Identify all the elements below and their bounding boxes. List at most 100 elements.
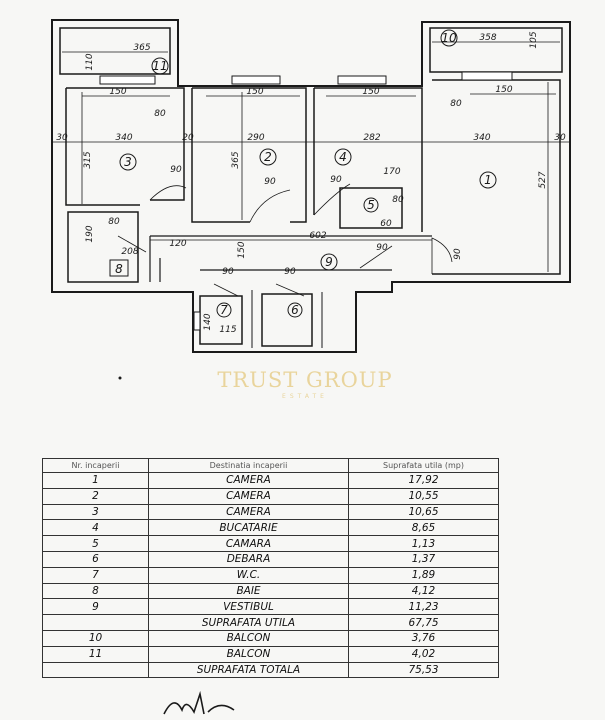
dim-wall-left: 30 (56, 133, 68, 143)
watermark-subtitle: ESTATE (282, 393, 328, 400)
cell-area: 4,02 (348, 645, 499, 663)
door-swing-room-6 (275, 283, 305, 297)
room-number-6: 6 (291, 303, 299, 317)
room-marker-3 (119, 153, 137, 171)
room-number-markers: 11 10 3 2 4 1 5 9 8 7 6 (109, 29, 497, 318)
table-header-row: Nr. incaperii Destinatia incaperii Supra… (42, 458, 499, 473)
cell-area: 10,65 (348, 503, 499, 521)
cell-nr: 3 (42, 503, 149, 521)
cell-nr: 4 (42, 519, 149, 537)
floor-plan-drawing: 11 10 3 2 4 1 5 9 8 7 6 365 110 358 (51, 19, 571, 380)
dim-width-4: 282 (363, 133, 380, 143)
room-marker-9 (320, 253, 338, 271)
cell-nr: 8 (42, 582, 149, 600)
door-swing-room-2 (249, 189, 291, 223)
dim-hall-depth: 150 (237, 241, 247, 258)
dim-gap-23: 20 (182, 133, 194, 143)
cell-name: BALCON (148, 629, 349, 647)
room-marker-11 (151, 57, 169, 75)
cell-nr: 7 (42, 566, 149, 584)
cell-nr: 5 (42, 535, 149, 552)
room-marker-10 (440, 29, 458, 47)
dim-window-4: 150 (362, 87, 379, 97)
window-room-2 (231, 75, 281, 85)
dim-sill-11: 80 (154, 109, 166, 119)
room-number-7: 7 (220, 303, 228, 317)
cell-area: 17,92 (348, 472, 499, 489)
dim-balcony-11-depth: 110 (85, 53, 95, 70)
dim-sill-1: 80 (450, 99, 462, 109)
dim-door-5: 60 (380, 219, 392, 229)
dim-width-1: 340 (473, 133, 490, 143)
dim-door-2: 90 (264, 177, 276, 187)
cell-name: VESTIBUL (148, 598, 349, 616)
cell-nr (42, 661, 149, 679)
dim-door-6: 90 (376, 243, 388, 253)
cell-name: CAMERA (148, 503, 349, 521)
cell-nr: 11 (42, 645, 149, 663)
dim-hall-width: 602 (309, 231, 326, 241)
cell-nr: 6 (42, 550, 149, 568)
dim-width-8: 208 (121, 247, 138, 257)
dim-window-3: 150 (109, 87, 126, 97)
dim-window-2: 150 (246, 87, 263, 97)
cell-nr (42, 614, 149, 631)
room-2-outline (191, 87, 307, 223)
room-4-outline (313, 87, 423, 232)
cell-name: CAMARA (148, 535, 349, 552)
room-number-9: 9 (325, 255, 333, 269)
dim-balcony-10-depth: 105 (529, 31, 539, 48)
cell-area: 1,37 (348, 550, 499, 568)
room-marker-4 (334, 148, 352, 166)
cell-name: SUPRAFATA UTILA (148, 614, 349, 631)
door-swing-room-1 (431, 237, 453, 274)
cell-area: 4,12 (348, 582, 499, 600)
cell-name: BAIE (148, 582, 349, 600)
dim-width-3: 340 (115, 133, 132, 143)
cell-name: CAMERA (148, 472, 349, 489)
room-8-outline (67, 211, 139, 283)
dim-balcony-11-width: 365 (133, 43, 150, 53)
room-number-4: 4 (339, 150, 347, 164)
balcony-10-outline (429, 27, 563, 73)
room-marker-6 (287, 302, 303, 318)
header-area: Suprafata utila (mp) (348, 458, 499, 473)
partition-6-7 (251, 290, 323, 348)
window-room-3 (99, 75, 156, 85)
dim-width-2: 290 (247, 133, 264, 143)
window-room-4 (337, 75, 387, 85)
header-room-purpose: Destinatia incaperii (148, 458, 349, 473)
cell-area: 67,75 (348, 614, 499, 631)
room-marker-7 (216, 302, 232, 318)
watermark-title: TRUST GROUP (217, 368, 393, 392)
cell-name: BALCON (148, 645, 349, 663)
room-number-1: 1 (484, 173, 492, 187)
door-swing-room-9 (359, 245, 393, 269)
door-swing-room-7 (213, 283, 239, 297)
balcony-11-outline (59, 27, 171, 75)
dimension-labels: 365 110 358 105 150 150 150 150 80 80 30… (56, 31, 566, 335)
door-swing-room-4 (313, 183, 351, 216)
room-6-outline (261, 293, 313, 347)
ink-dot (118, 376, 122, 380)
signature (163, 690, 235, 715)
room-3-outline (65, 87, 185, 206)
dim-door-w: 90 (284, 267, 296, 277)
cell-nr: 1 (42, 472, 149, 489)
room-marker-5 (363, 197, 379, 213)
cell-nr: 10 (42, 629, 149, 647)
room-number-10: 10 (441, 31, 457, 45)
cell-nr: 2 (42, 487, 149, 505)
window-room-7 (193, 311, 201, 331)
